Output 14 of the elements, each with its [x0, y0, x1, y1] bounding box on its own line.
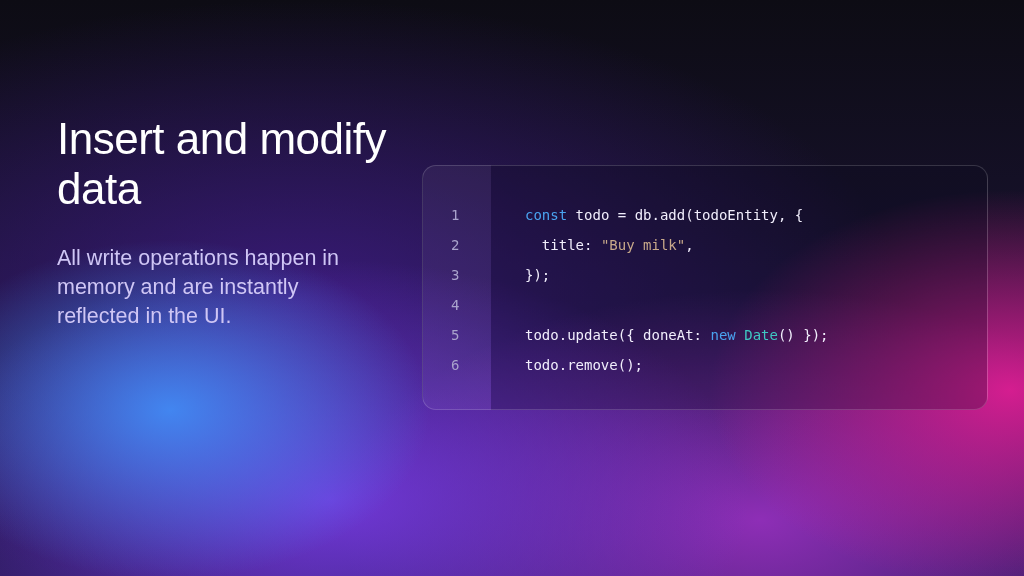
description-paragraph: All write operations happen in memory and are instantly reflected in the UI. — [57, 245, 341, 330]
code-line: const todo = db.add(todoEntity, { — [525, 206, 804, 224]
code-line: todo.remove(); — [525, 356, 644, 374]
code-line: title: "Buy milk", — [540, 236, 694, 254]
code-line: todo.update({ doneAt: new Date() }); — [525, 326, 829, 344]
line-number: 3 — [451, 266, 461, 284]
line-number: 6 — [451, 356, 461, 374]
slide-title: Insert and modify data — [57, 114, 387, 214]
line-number: 5 — [451, 326, 461, 344]
code-block-panel — [422, 165, 988, 410]
line-number: 1 — [451, 206, 461, 224]
line-number: 2 — [451, 236, 461, 254]
line-number: 4 — [451, 296, 461, 314]
code-line: }); — [525, 266, 551, 284]
